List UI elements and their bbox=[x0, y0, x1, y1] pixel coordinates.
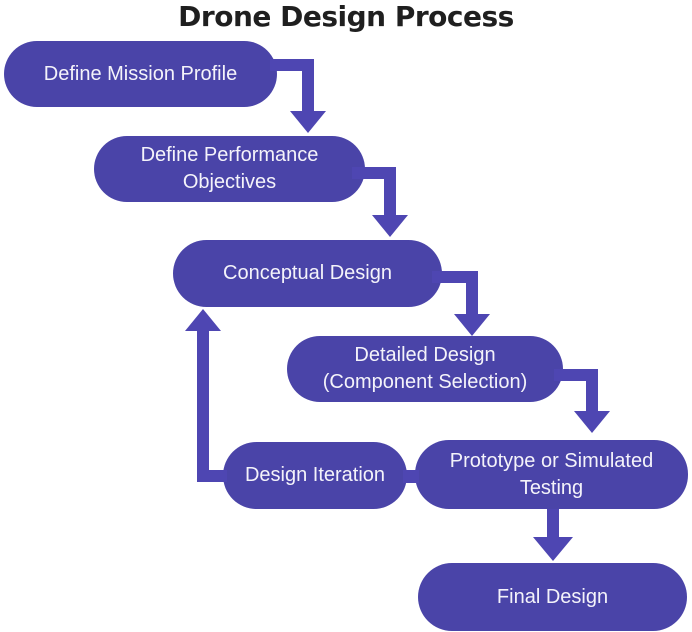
node-label-line1: Prototype or Simulated bbox=[449, 449, 654, 472]
node-design-iteration: Design Iteration bbox=[223, 442, 407, 509]
node-prototype-or-simulated-testing: Prototype or Simulated Testing bbox=[415, 440, 688, 509]
arrow-detailed-to-prototype-arrowhead-icon bbox=[574, 411, 610, 433]
arrow-mission-to-performance-arrowhead-icon bbox=[290, 111, 326, 133]
node-detailed-design: Detailed Design (Component Selection) bbox=[287, 336, 563, 402]
node-label-line2: Testing bbox=[519, 476, 584, 499]
diagram-title: Drone Design Process bbox=[178, 0, 514, 33]
node-label: Define Mission Profile bbox=[43, 62, 238, 85]
node-conceptual-design: Conceptual Design bbox=[173, 240, 442, 307]
node-final-design: Final Design bbox=[418, 563, 687, 631]
arrow-conceptual-to-detailed-arrowhead-icon bbox=[454, 314, 490, 336]
arrow-prototype-to-final-vseg bbox=[547, 509, 559, 538]
node-label-line2: Objectives bbox=[182, 171, 277, 193]
node-label-line1: Detailed Design bbox=[354, 344, 496, 366]
arrow-iteration-to-conceptual-arrowhead-icon bbox=[185, 309, 221, 331]
arrow-performance-to-conceptual-vseg bbox=[384, 167, 396, 216]
arrow-prototype-to-final-arrowhead-icon bbox=[533, 537, 573, 561]
node-label-line2: (Component Selection) bbox=[322, 371, 528, 393]
arrow-iteration-to-conceptual-vseg bbox=[197, 331, 209, 482]
arrow-detailed-to-prototype-vseg bbox=[586, 369, 598, 412]
arrow-conceptual-to-detailed-vseg bbox=[466, 271, 478, 315]
arrow-performance-to-conceptual-arrowhead-icon bbox=[372, 215, 408, 237]
node-define-performance-objectives: Define Performance Objectives bbox=[94, 136, 365, 202]
node-label: Design Iteration bbox=[244, 464, 386, 486]
node-define-mission-profile: Define Mission Profile bbox=[4, 41, 277, 107]
node-label: Final Design bbox=[496, 585, 609, 608]
node-label-line1: Define Performance bbox=[140, 144, 319, 166]
node-label: Conceptual Design bbox=[223, 262, 392, 284]
connector-iteration-prototype bbox=[403, 470, 419, 483]
arrow-mission-to-performance-vseg bbox=[302, 59, 314, 113]
